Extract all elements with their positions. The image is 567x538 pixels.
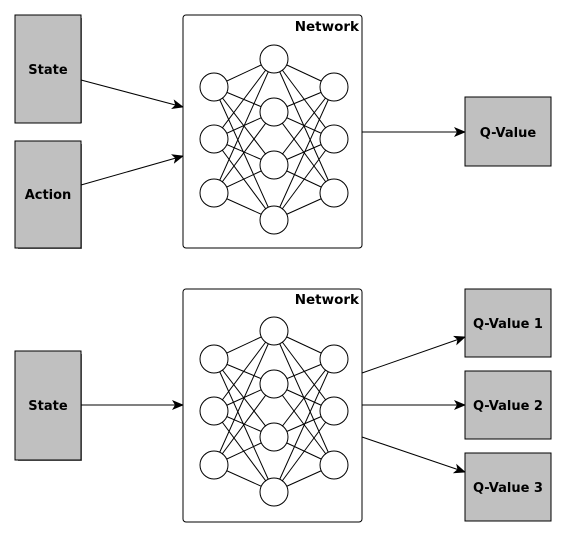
- bottom-state-box: State: [14, 350, 82, 461]
- bottom-net-edge-1-3-1: [273, 410, 335, 493]
- bottom-diagram: State Network Q-Value 1 Q-Value 2 Q-Valu…: [14, 288, 552, 523]
- bottom-net-edge-0-1-0: [213, 330, 275, 412]
- top-net-edge-0-2-1: [213, 111, 275, 194]
- top-net-node-2-0: [319, 72, 349, 102]
- top-net-node-0-1: [199, 124, 229, 154]
- bottom-qvalue-3-label: Q-Value 3: [473, 481, 543, 496]
- bottom-net-edge-1-3-0: [273, 358, 335, 493]
- bottom-net-node-1-0: [259, 316, 289, 346]
- bottom-net-edge-0-2-1: [213, 383, 275, 466]
- top-state-box: State: [14, 14, 82, 124]
- bottom-qvalue-1-box: Q-Value 1: [464, 288, 552, 358]
- bottom-net-node-1-1: [259, 369, 289, 399]
- top-action-box: Action: [14, 140, 82, 249]
- top-net-node-2-1: [319, 124, 349, 154]
- bottom-net-edge-1-2-0: [273, 358, 335, 438]
- top-net-edge-0-2-0: [213, 58, 275, 194]
- top-net-node-1-3: [259, 205, 289, 235]
- top-qvalue-box: Q-Value: [464, 96, 552, 167]
- bottom-net-edge-0-0-3: [213, 358, 275, 493]
- bottom-state-label: State: [28, 399, 68, 414]
- bottom-net-node-0-0: [199, 344, 229, 374]
- top-net-node-0-0: [199, 72, 229, 102]
- top-net-node-1-2: [259, 150, 289, 180]
- top-network: Network: [182, 14, 363, 249]
- top-state-arrow: [80, 79, 184, 110]
- top-net-edge-0-1-0: [213, 58, 275, 140]
- bottom-qvalue-2-label: Q-Value 2: [473, 399, 543, 414]
- top-net-node-2-2: [319, 178, 349, 208]
- bottom-qvalue-2-box: Q-Value 2: [464, 370, 552, 440]
- bottom-qvalue-3-box: Q-Value 3: [464, 452, 552, 522]
- top-state-label: State: [28, 63, 68, 78]
- top-action-arrow: [80, 154, 184, 186]
- bottom-net-node-0-2: [199, 450, 229, 480]
- top-qvalue-label: Q-Value: [480, 126, 537, 141]
- top-net-node-1-0: [259, 44, 289, 74]
- top-net-node-0-2: [199, 178, 229, 208]
- top-net-edge-0-0-3: [213, 86, 275, 221]
- bottom-net-node-0-1: [199, 396, 229, 426]
- bottom-network: Network: [182, 288, 363, 523]
- bottom-net-node-2-0: [319, 344, 349, 374]
- bottom-qvalue-1-label: Q-Value 1: [473, 317, 543, 332]
- top-action-label: Action: [25, 188, 72, 203]
- bottom-net-edge-0-2-0: [213, 330, 275, 466]
- bottom-net-node-1-2: [259, 422, 289, 452]
- top-neural-net: [199, 44, 349, 235]
- top-net-edge-1-3-0: [273, 86, 335, 221]
- bottom-net-node-1-3: [259, 477, 289, 507]
- bottom-net-node-2-1: [319, 396, 349, 426]
- bottom-net-node-2-2: [319, 450, 349, 480]
- top-net-edge-1-2-0: [273, 86, 335, 166]
- bottom-network-label: Network: [295, 292, 360, 308]
- top-network-label: Network: [295, 19, 360, 35]
- bottom-neural-net: [199, 316, 349, 507]
- top-net-edge-1-3-1: [273, 138, 335, 221]
- top-diagram: State Action Network Q-Value: [14, 14, 552, 249]
- bottom-output-arrow-3: [361, 436, 466, 474]
- bottom-output-arrow-1: [361, 335, 466, 374]
- top-net-node-1-1: [259, 97, 289, 127]
